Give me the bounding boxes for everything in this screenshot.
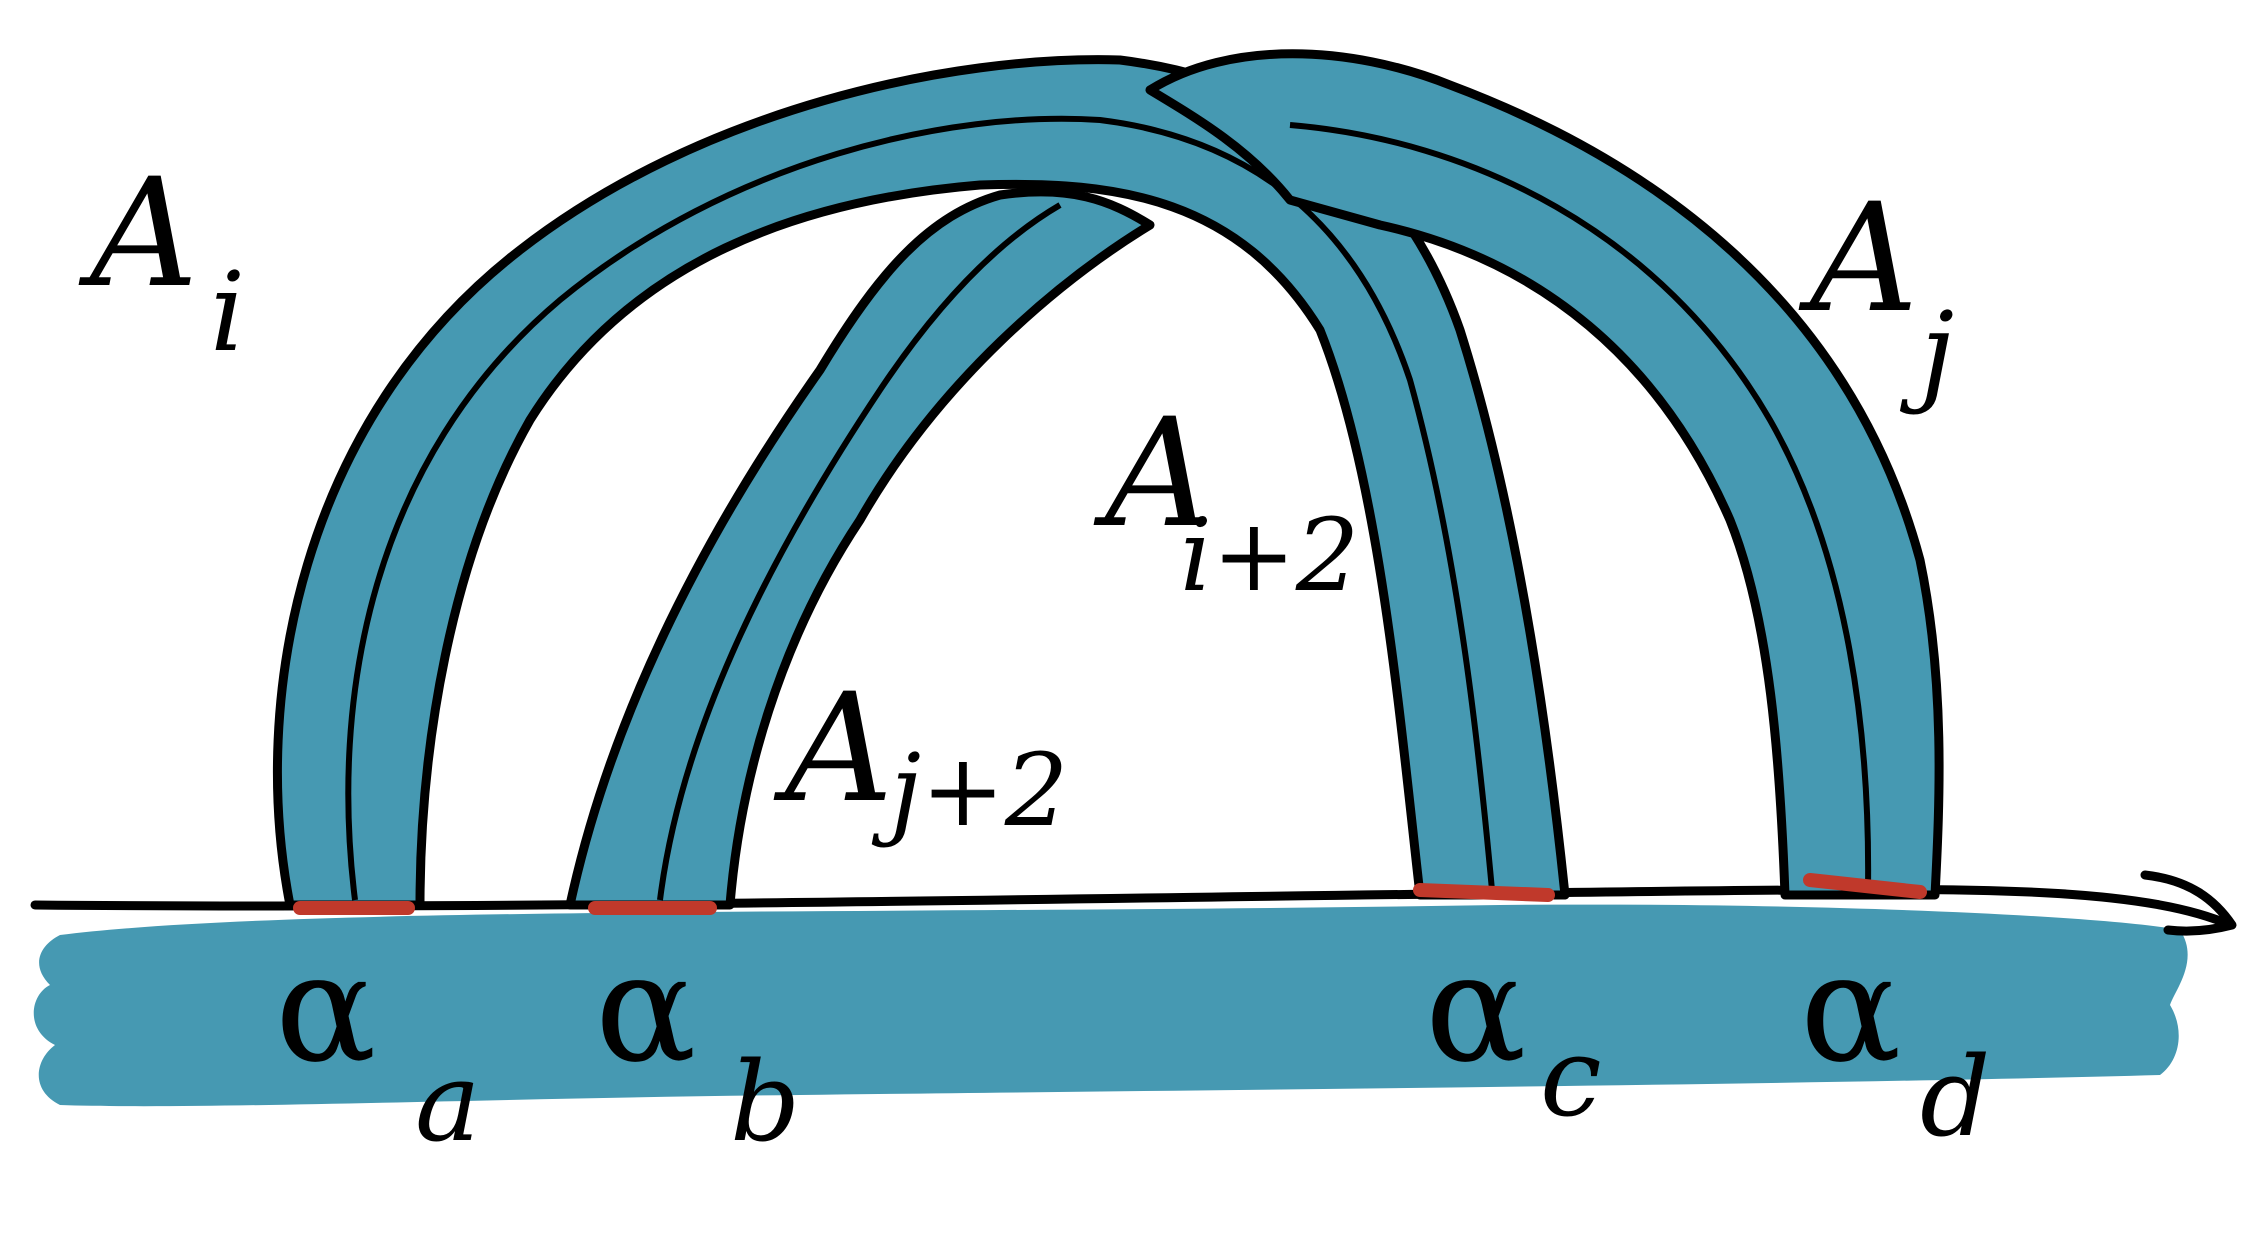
label-alpha-b-sub: b xyxy=(730,1038,800,1166)
label-alpha-a-sub: a xyxy=(415,1038,481,1166)
base-strip xyxy=(33,904,2188,1107)
label-alpha-c: α c xyxy=(1425,922,1602,1141)
attaching-arcs xyxy=(293,873,1927,915)
label-alpha-b: α b xyxy=(595,922,800,1166)
label-alpha-d-base: α xyxy=(1800,922,1901,1096)
label-alpha-c-sub: c xyxy=(1540,1013,1602,1141)
label-alpha-c-base: α xyxy=(1425,922,1526,1096)
label-A-i-base: A xyxy=(78,147,198,321)
label-alpha-d: α d xyxy=(1800,922,1990,1161)
band-A-j xyxy=(565,49,1944,910)
label-A-j2-base: A xyxy=(773,662,893,836)
label-alpha-a: α a xyxy=(275,922,481,1166)
label-A-j2: A j+2 xyxy=(773,662,1068,849)
label-A-j-base: A xyxy=(1798,172,1918,346)
band-A-i xyxy=(272,55,1570,910)
label-alpha-d-sub: d xyxy=(1920,1033,1990,1161)
label-alpha-b-base: α xyxy=(595,922,696,1096)
label-A-i2: A i+2 xyxy=(1093,387,1359,614)
label-A-j2-sub: j+2 xyxy=(871,732,1068,849)
label-A-i: A i xyxy=(78,147,245,376)
label-A-i2-sub: i+2 xyxy=(1180,497,1359,614)
label-A-i2-base: A xyxy=(1093,387,1213,561)
label-alpha-a-base: α xyxy=(275,922,376,1096)
axis-line xyxy=(30,870,2237,936)
label-A-i-sub: i xyxy=(210,248,245,376)
